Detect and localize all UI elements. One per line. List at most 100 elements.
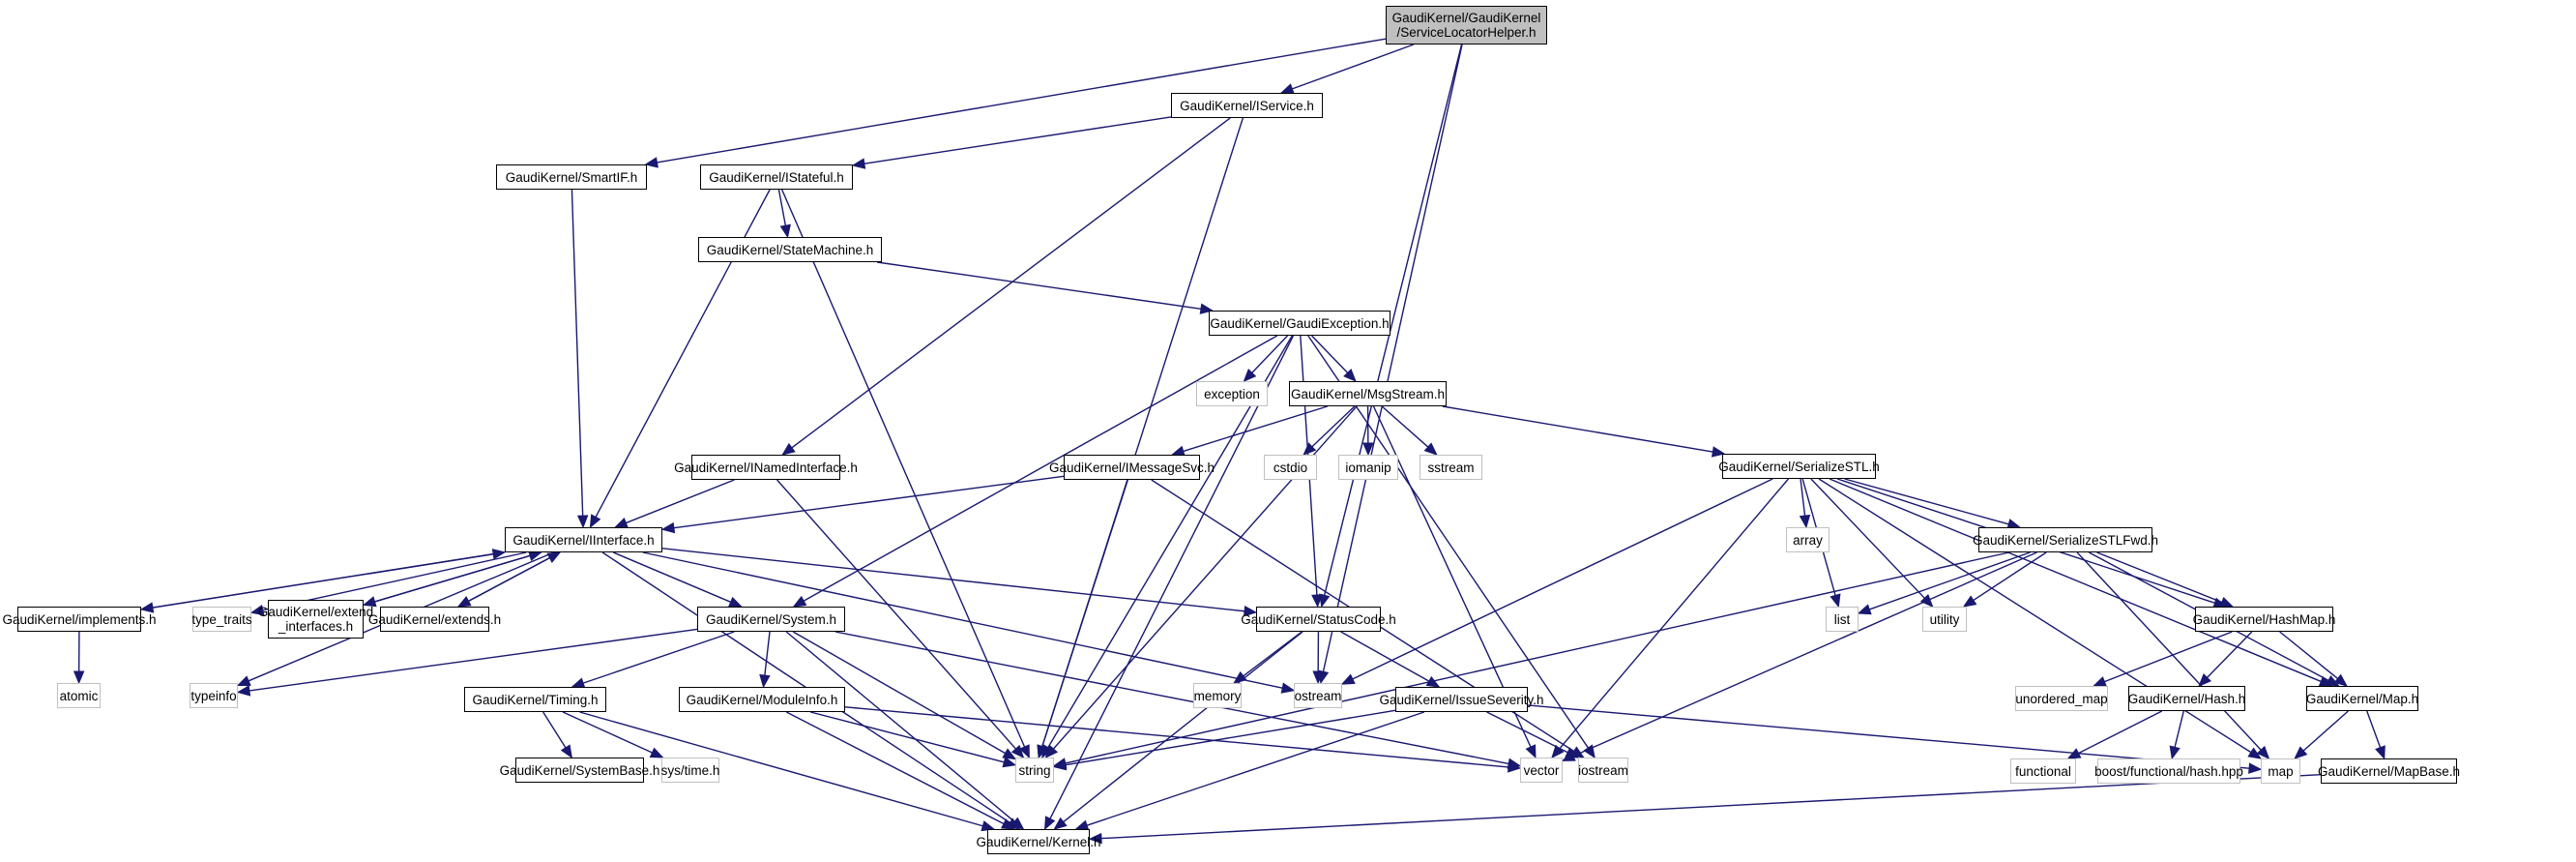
- node-msgstream[interactable]: GaudiKernel/MsgStream.h: [1289, 381, 1447, 406]
- arrowhead-icon: [649, 747, 664, 758]
- edge-serializestlfwd-to-vector: [1572, 551, 2037, 758]
- arrowhead-icon: [1711, 446, 1726, 458]
- node-serializestlfwd[interactable]: GaudiKernel/SerializeSTLFwd.h: [1973, 527, 2158, 552]
- arrowhead-icon: [1019, 744, 1030, 759]
- node-extends[interactable]: GaudiKernel/extends.h: [368, 607, 501, 632]
- node-istateful[interactable]: GaudiKernel/IStateful.h: [700, 164, 853, 190]
- node-string[interactable]: string: [1015, 758, 1054, 783]
- arrowhead-icon: [660, 521, 676, 534]
- node-kernel[interactable]: GaudiKernel/Kernel.h: [976, 829, 1101, 854]
- arrowhead-icon: [1319, 593, 1331, 609]
- edge-hash-to-boosthash: [2174, 710, 2184, 748]
- edge-iinterface-to-ostream: [642, 551, 1283, 689]
- edge-mapbase-to-kernel: [1100, 773, 2322, 840]
- edge-system-to-string: [792, 631, 1006, 755]
- node-imessagesvc[interactable]: GaudiKernel/IMessageSvc.h: [1049, 455, 1215, 480]
- node-functional[interactable]: functional: [2010, 758, 2076, 784]
- edge-system-to-timing: [582, 631, 735, 684]
- arrowhead-icon: [644, 157, 659, 168]
- arrowhead-icon: [249, 605, 265, 616]
- node-implements[interactable]: GaudiKernel/implements.h: [2, 607, 157, 632]
- node-hashmap[interactable]: GaudiKernel/HashMap.h: [2193, 607, 2335, 632]
- arrowhead-icon: [1044, 744, 1059, 758]
- node-serializestl[interactable]: GaudiKernel/SerializeSTL.h: [1718, 454, 1880, 479]
- edge-slh-to-iservice: [1292, 44, 1415, 90]
- node-array[interactable]: array: [1786, 527, 1830, 552]
- arrowhead-icon: [236, 685, 251, 697]
- node-list[interactable]: list: [1826, 607, 1859, 632]
- node-ostream[interactable]: ostream: [1294, 683, 1342, 708]
- arrowhead-icon: [576, 515, 589, 529]
- node-smartif[interactable]: GaudiKernel/SmartIF.h: [496, 164, 647, 190]
- node-map-h[interactable]: GaudiKernel/Map.h: [2306, 686, 2418, 711]
- node-type-traits[interactable]: type_traits: [191, 607, 252, 632]
- node-vector[interactable]: vector: [1520, 758, 1563, 783]
- arrowhead-icon: [613, 518, 629, 528]
- node-iomanip[interactable]: iomanip: [1338, 455, 1398, 480]
- node-timing[interactable]: GaudiKernel/Timing.h: [464, 687, 606, 712]
- node-iservice[interactable]: GaudiKernel/IService.h: [1171, 93, 1323, 118]
- edge-msgstream-to-serializestl: [1442, 405, 1713, 453]
- node-iostream[interactable]: iostream: [1578, 758, 1628, 783]
- edge-issueseverity-to-kernel: [1086, 711, 1425, 826]
- arrowhead-icon: [727, 596, 743, 608]
- node-atomic[interactable]: atomic: [57, 683, 101, 708]
- edge-extend_interfaces-to-iinterface: [363, 554, 531, 607]
- edge-msgstream-to-imessagesvc: [1183, 405, 1328, 453]
- node-hash[interactable]: GaudiKernel/Hash.h: [2128, 686, 2245, 711]
- node-cstdio[interactable]: cstdio: [1264, 455, 1317, 480]
- arrowhead-icon: [759, 673, 771, 689]
- edge-iinterface-to-system: [612, 551, 731, 603]
- edge-implements-to-iinterface: [140, 552, 494, 610]
- edge-hashmap-to-hash: [2207, 631, 2253, 678]
- node-systime[interactable]: sys/time.h: [661, 758, 719, 783]
- edge-iinterface-to-statuscode: [661, 548, 1245, 612]
- node-servicelocatorhelper[interactable]: GaudiKernel/GaudiKernel /ServiceLocatorH…: [1386, 6, 1547, 45]
- node-unordered-map[interactable]: unordered_map: [2015, 686, 2108, 711]
- arrowhead-icon: [2093, 676, 2107, 687]
- node-typeinfo[interactable]: typeinfo: [190, 683, 238, 708]
- arrowhead-icon: [781, 442, 796, 456]
- arrowhead-icon: [1799, 514, 1811, 529]
- edge-istateful-to-statemachine: [777, 189, 787, 226]
- node-mapbase[interactable]: GaudiKernel/MapBase.h: [2318, 758, 2460, 784]
- node-statemachine[interactable]: GaudiKernel/StateMachine.h: [698, 237, 882, 262]
- arrowhead-icon: [1362, 442, 1374, 457]
- arrowhead-icon: [2294, 746, 2308, 759]
- node-boost-hash[interactable]: boost/functional/hash.hpp: [2094, 758, 2243, 784]
- edge-system-to-kernel: [785, 631, 1015, 822]
- node-issueseverity[interactable]: GaudiKernel/IssueSeverity.h: [1379, 687, 1544, 712]
- node-gaudiexception[interactable]: GaudiKernel/GaudiException.h: [1209, 311, 1390, 336]
- arrowhead-icon: [2169, 745, 2181, 760]
- node-moduleinfo[interactable]: GaudiKernel/ModuleInfo.h: [679, 687, 845, 712]
- arrowhead-icon: [2256, 745, 2270, 759]
- node-memory[interactable]: memory: [1193, 683, 1242, 708]
- arrowhead-icon: [2248, 762, 2263, 774]
- edge-serializestlfwd-to-list: [1869, 551, 2031, 610]
- edge-extends-to-iinterface: [457, 557, 550, 608]
- node-iinterface[interactable]: GaudiKernel/IInterface.h: [505, 527, 662, 552]
- arrowhead-icon: [1088, 832, 1102, 845]
- node-map[interactable]: map: [2261, 758, 2300, 784]
- node-inamedinterface[interactable]: GaudiKernel/INamedInterface.h: [674, 455, 858, 480]
- node-utility[interactable]: utility: [1922, 607, 1967, 632]
- edge-hashmap-to-map_h: [2279, 631, 2339, 680]
- edge-moduleinfo-to-kernel: [785, 711, 1005, 825]
- node-statuscode[interactable]: GaudiKernel/StatusCode.h: [1241, 607, 1396, 632]
- edge-statemachine-to-gaudiexception: [877, 261, 1202, 310]
- node-systembase[interactable]: GaudiKernel/SystemBase.h: [500, 758, 659, 783]
- edge-serializestlfwd-to-utility: [1973, 551, 2047, 602]
- edge-serializestl-to-map: [1818, 478, 2252, 754]
- arrowhead-icon: [1425, 675, 1441, 688]
- edge-serializestl-to-serializestlfwd: [1844, 478, 2009, 525]
- node-extend-interfaces[interactable]: GaudiKernel/extend _interfaces.h: [258, 600, 373, 639]
- edge-smartif-to-iinterface: [571, 189, 584, 517]
- edge-serializestl-to-map_h: [1829, 478, 2322, 683]
- node-exception[interactable]: exception: [1196, 381, 1268, 406]
- node-sstream[interactable]: sstream: [1420, 455, 1482, 480]
- node-system[interactable]: GaudiKernel/System.h: [697, 607, 845, 632]
- arrowhead-icon: [589, 514, 601, 529]
- edge-map_h-to-mapbase: [2366, 710, 2382, 748]
- edge-hash-to-functional: [2078, 710, 2163, 755]
- arrowhead-icon: [1312, 670, 1324, 685]
